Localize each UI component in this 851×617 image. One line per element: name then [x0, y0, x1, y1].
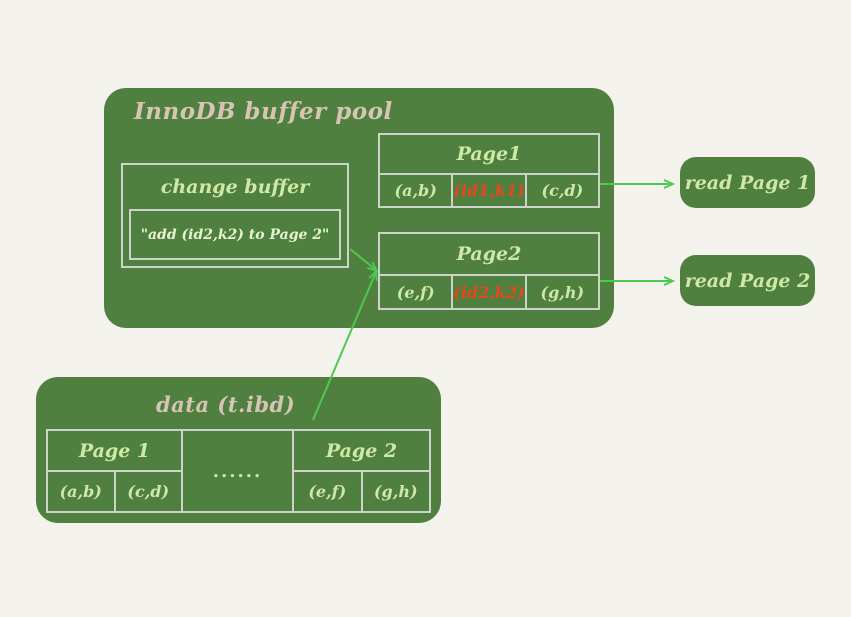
buffer-pool-title: InnoDB buffer pool — [134, 98, 393, 125]
data-col-page2: Page 2 (e,f) (g,h) — [294, 431, 429, 511]
page2-frame: Page2 (e,f) (id2,k2) (g,h) — [378, 232, 600, 310]
page2-cell-row: (e,f) (id2,k2) (g,h) — [380, 274, 598, 308]
page1-title: Page1 — [456, 143, 522, 165]
data-ellipsis: ...... — [212, 460, 263, 482]
page2-cell-2: (g,h) — [540, 282, 585, 302]
page1-cell-row: (a,b) (id1,k1) (c,d) — [380, 173, 598, 206]
change-buffer-label: change buffer — [160, 176, 310, 198]
data-col-page2-cells: (e,f) (g,h) — [294, 472, 429, 511]
page1-cell-1: (id1,k1) — [453, 175, 527, 206]
data-file-title: data (t.ibd) — [156, 392, 296, 417]
data-file-table: Page 1 (a,b) (c,d) ...... Page 2 (e,f) (… — [46, 429, 431, 513]
page1-frame: Page1 (a,b) (id1,k1) (c,d) — [378, 133, 600, 208]
page2-title: Page2 — [456, 243, 522, 265]
page1-cell-0: (a,b) — [380, 175, 454, 206]
data-col-page1-cells: (a,b) (c,d) — [48, 472, 181, 511]
data-cell-cd: (c,d) — [127, 482, 170, 501]
read-page-1-box[interactable]: read Page 1 — [680, 157, 815, 208]
change-buffer-frame: change buffer "add (id2,k2) to Page 2" — [121, 163, 349, 268]
read-page-2-box[interactable]: read Page 2 — [680, 255, 815, 306]
page2-cell-0: (e,f) — [380, 276, 454, 308]
data-cell-ef: (e,f) — [294, 472, 363, 511]
data-col-ellipsis: ...... — [183, 431, 294, 511]
page2-cell-1: (id2,k2) — [453, 276, 527, 308]
page1-cell-2: (c,d) — [541, 181, 584, 200]
data-cell-gh: (g,h) — [373, 482, 418, 501]
data-col-page1: Page 1 (a,b) (c,d) — [48, 431, 183, 511]
data-cell-ab: (a,b) — [48, 472, 116, 511]
data-col-page1-header: Page 1 — [48, 431, 181, 472]
data-col-page2-header: Page 2 — [294, 431, 429, 472]
change-buffer-entry: "add (id2,k2) to Page 2" — [129, 209, 341, 260]
